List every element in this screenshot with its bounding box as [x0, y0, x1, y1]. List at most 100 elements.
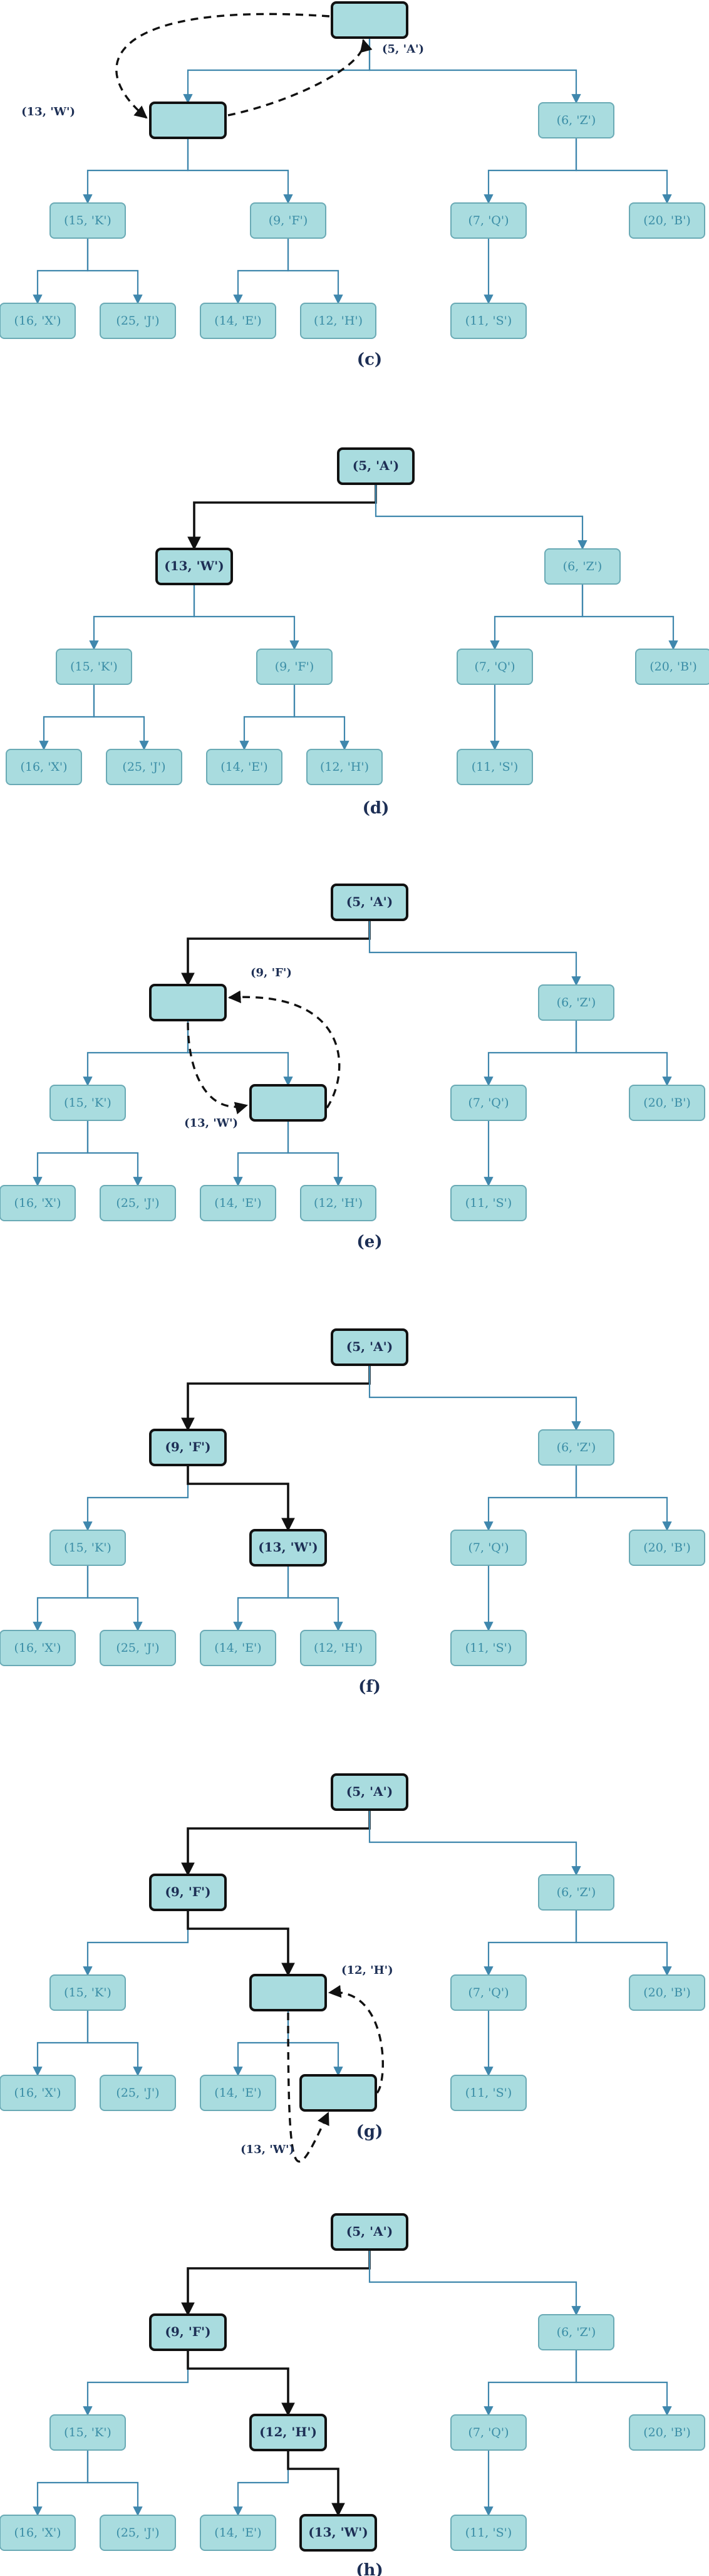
edge-n3-n7 — [33, 2010, 89, 2077]
node-box — [300, 1630, 376, 1666]
tree-node: (15, 'K') — [49, 202, 126, 239]
node-label: (11, 'S') — [472, 760, 519, 774]
tree-node: (9, 'F') — [149, 1429, 227, 1466]
node-label: (25, 'J') — [116, 2526, 159, 2540]
node-box — [250, 202, 326, 239]
tree-node: (16, 'X') — [0, 1630, 76, 1666]
panel-0: (6, 'Z')(15, 'K')(9, 'F')(7, 'Q')(20, 'B… — [0, 1, 705, 369]
node-box — [538, 1429, 614, 1466]
edge-n2-n6 — [575, 1910, 672, 1976]
node-box — [256, 649, 333, 685]
node-label: (6, 'Z') — [557, 1441, 596, 1454]
tree-node: (7, 'Q') — [457, 649, 533, 685]
tree-node: (6, 'Z') — [544, 548, 621, 585]
edge-n1-n3 — [83, 1465, 189, 1531]
edge-n2-n6 — [581, 584, 678, 650]
edge-n4-n9 — [233, 2010, 289, 2077]
edge-n0-n1 — [187, 484, 377, 551]
node-label: (13, 'W') — [258, 1540, 318, 1555]
tree-node: (16, 'X') — [6, 749, 82, 785]
edge-n0-n2 — [368, 2250, 581, 2316]
node-box — [0, 303, 76, 339]
edge-n1-n4 — [187, 1910, 295, 1977]
edge-n4-n9 — [233, 238, 289, 305]
node-box — [331, 1773, 408, 1811]
edge-n2-n6 — [575, 1020, 672, 1087]
tree-node: (20, 'B') — [629, 1530, 705, 1566]
node-box — [450, 2414, 527, 2451]
node-label: (25, 'J') — [116, 2086, 159, 2100]
node-box — [6, 749, 82, 785]
node-label: (15, 'K') — [64, 1986, 111, 2000]
tree-node: (6, 'Z') — [538, 1429, 614, 1466]
node-label: (6, 'Z') — [563, 560, 603, 573]
node-label: (9, 'F') — [165, 1439, 210, 1454]
node-box — [100, 2515, 176, 2551]
swap-arrow — [187, 1022, 248, 1115]
tree-node: (20, 'B') — [629, 202, 705, 239]
tree-node: (14, 'E') — [200, 2075, 276, 2111]
panel-caption: (h) — [356, 2561, 383, 2576]
node-label: (6, 'Z') — [557, 1885, 596, 1899]
node-box — [331, 1328, 408, 1366]
node-label: (9, 'F') — [165, 1884, 210, 1899]
node-box — [331, 1, 408, 39]
tree-node: (25, 'J') — [106, 749, 182, 785]
panel-caption: (d) — [363, 799, 390, 818]
node-label: (15, 'K') — [64, 1541, 111, 1555]
edge-n1-n4 — [187, 138, 293, 204]
node-box — [100, 1630, 176, 1666]
tree-node: (6, 'Z') — [538, 2314, 614, 2350]
node-label: (11, 'S') — [465, 314, 512, 328]
edge-n1-n4 — [187, 1020, 293, 1087]
node-label: (25, 'J') — [116, 314, 159, 328]
node-label: (7, 'Q') — [468, 1541, 509, 1555]
edge-n4-n10 — [287, 1565, 343, 1632]
node-label: (14, 'E') — [214, 1641, 261, 1655]
node-label: (20, 'B') — [649, 660, 697, 674]
node-box — [49, 1974, 126, 2011]
node-box — [300, 1185, 376, 1221]
node-box — [300, 303, 376, 339]
node-label: (15, 'K') — [64, 1096, 111, 1110]
tree-node: (16, 'X') — [0, 1185, 76, 1221]
node-box — [450, 1530, 527, 1566]
swap-annotation: (13, 'W')(9, 'F') — [184, 966, 341, 1130]
tree-node: (7, 'Q') — [450, 1085, 527, 1121]
node-label: (16, 'X') — [14, 314, 61, 328]
tree-node: (12, 'H') — [300, 1630, 376, 1666]
node-label: (9, 'F') — [269, 214, 308, 227]
tree-node: (13, 'W') — [249, 1529, 327, 1567]
tree-node: (11, 'S') — [450, 2075, 527, 2111]
node-box — [538, 2314, 614, 2350]
swap-arrow — [227, 990, 341, 1108]
edge-n2-n5 — [484, 1910, 577, 1976]
swap-annotation: (13, 'W')(5, 'A') — [21, 13, 424, 119]
edge-n2-n5 — [484, 1465, 577, 1531]
node-box — [100, 303, 176, 339]
node-label: (16, 'X') — [14, 1641, 61, 1655]
tree-node: (14, 'E') — [200, 2515, 276, 2551]
tree-node — [299, 2074, 377, 2112]
edge-n2-n5 — [490, 584, 584, 650]
edge-n2-n6 — [575, 2350, 672, 2416]
node-label: (25, 'J') — [122, 760, 165, 774]
node-box — [200, 1185, 276, 1221]
node-label: (11, 'S') — [465, 1196, 512, 1210]
node-label: (12, 'H') — [259, 2424, 317, 2439]
panel-2: (5, 'A')(6, 'Z')(15, 'K')(7, 'Q')(20, 'B… — [0, 884, 705, 1251]
node-box — [450, 303, 527, 339]
panel-caption: (e) — [356, 1233, 382, 1251]
tree-node: (12, 'H') — [249, 2414, 327, 2451]
tree-node: (14, 'E') — [200, 1185, 276, 1221]
tree-node: (16, 'X') — [0, 2515, 76, 2551]
edge-n4-n9 — [239, 684, 296, 751]
node-label: (14, 'E') — [220, 760, 267, 774]
node-box — [629, 2414, 705, 2451]
panel-3: (5, 'A')(9, 'F')(6, 'Z')(15, 'K')(13, 'W… — [0, 1328, 705, 1696]
node-box — [100, 2075, 176, 2111]
edge-n1-n4 — [193, 584, 299, 650]
edge-n3-n7 — [33, 1120, 89, 1187]
tree-node: (11, 'S') — [450, 1630, 527, 1666]
edge-n2-n5 — [484, 1020, 577, 1087]
